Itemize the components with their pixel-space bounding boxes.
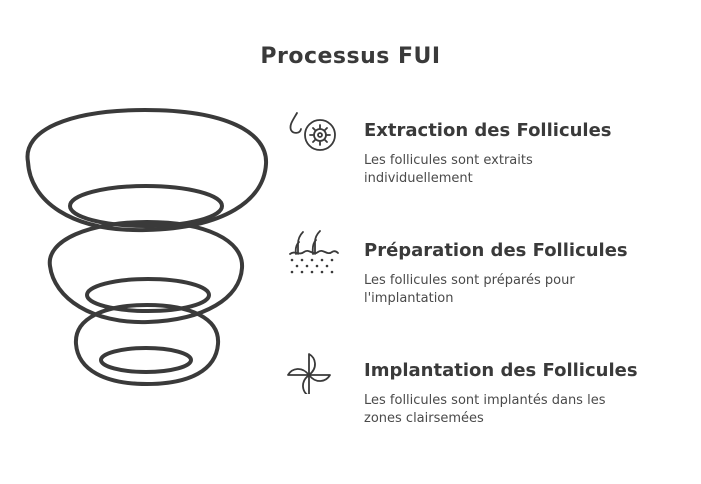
funnel-layer-middle	[47, 220, 245, 325]
step-description: Les follicules sont extraits individuell…	[364, 153, 533, 186]
step-heading: Implantation des Follicules	[364, 360, 638, 381]
step-description: Les follicules sont préparés pour l'impl…	[364, 273, 575, 306]
diagram-title: Processus FUI	[260, 44, 441, 69]
pinwheel-icon	[287, 353, 331, 394]
funnel-layer-top	[25, 108, 269, 233]
step-description: Les follicules sont implantés dans les z…	[364, 393, 606, 426]
drop-and-follicle-icon	[289, 112, 336, 151]
funnel-layer-bottom	[73, 303, 221, 386]
hair-follicles-icon	[289, 230, 339, 274]
step-heading: Extraction des Follicules	[364, 120, 612, 141]
step-heading: Préparation des Follicules	[364, 240, 628, 261]
